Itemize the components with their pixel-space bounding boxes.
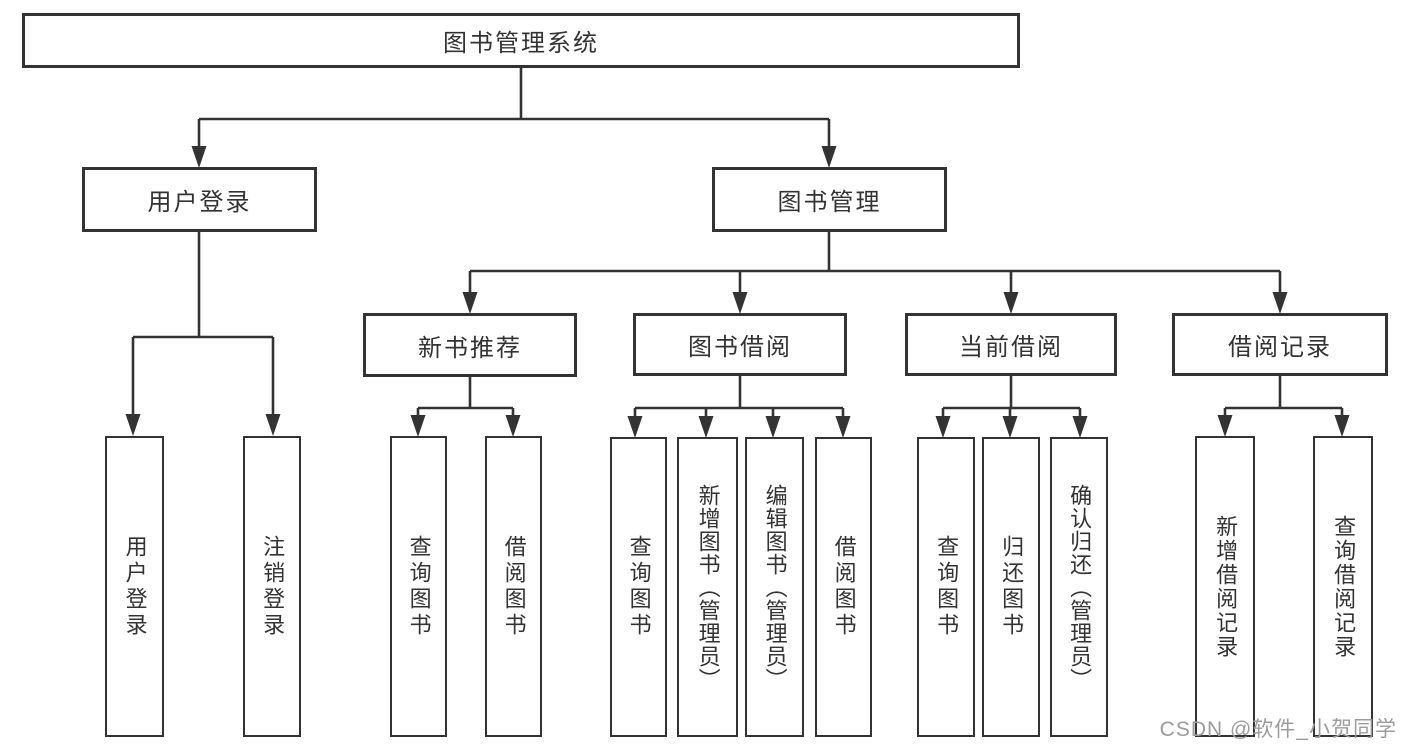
leaf-borrow-books: 借阅图书 bbox=[815, 437, 872, 737]
leaf-query-books-borrow: 查询图书 bbox=[610, 437, 667, 737]
leaf-return-books: 归还图书 bbox=[982, 437, 1040, 737]
leaf-confirm-return-admin: 确认归还（管理员） bbox=[1050, 437, 1108, 737]
leaf-user-login: 用户登录 bbox=[105, 436, 164, 737]
leaf-logout: 注销登录 bbox=[243, 436, 301, 737]
node-book-management: 图书管理 bbox=[712, 167, 947, 232]
node-book-borrow: 图书借阅 bbox=[633, 313, 847, 376]
leaf-query-borrow-record: 查询借阅记录 bbox=[1313, 436, 1373, 737]
leaf-add-books-admin: 新增图书（管理员） bbox=[677, 437, 738, 737]
leaf-edit-books-admin: 编辑图书（管理员） bbox=[745, 437, 804, 737]
node-new-book-recommend: 新书推荐 bbox=[363, 313, 577, 377]
node-user-login: 用户登录 bbox=[82, 167, 317, 232]
node-current-borrow: 当前借阅 bbox=[905, 313, 1117, 376]
leaf-borrow-books-recommend: 借阅图书 bbox=[485, 436, 542, 737]
leaf-query-books-recommend: 查询图书 bbox=[390, 436, 447, 737]
node-root-library-management-system: 图书管理系统 bbox=[22, 13, 1020, 68]
csdn-watermark: CSDN @软件_小贺同学 bbox=[1159, 718, 1397, 741]
node-borrow-records: 借阅记录 bbox=[1172, 313, 1388, 376]
leaf-query-books-current: 查询图书 bbox=[917, 437, 975, 737]
leaf-add-borrow-record: 新增借阅记录 bbox=[1195, 436, 1255, 737]
